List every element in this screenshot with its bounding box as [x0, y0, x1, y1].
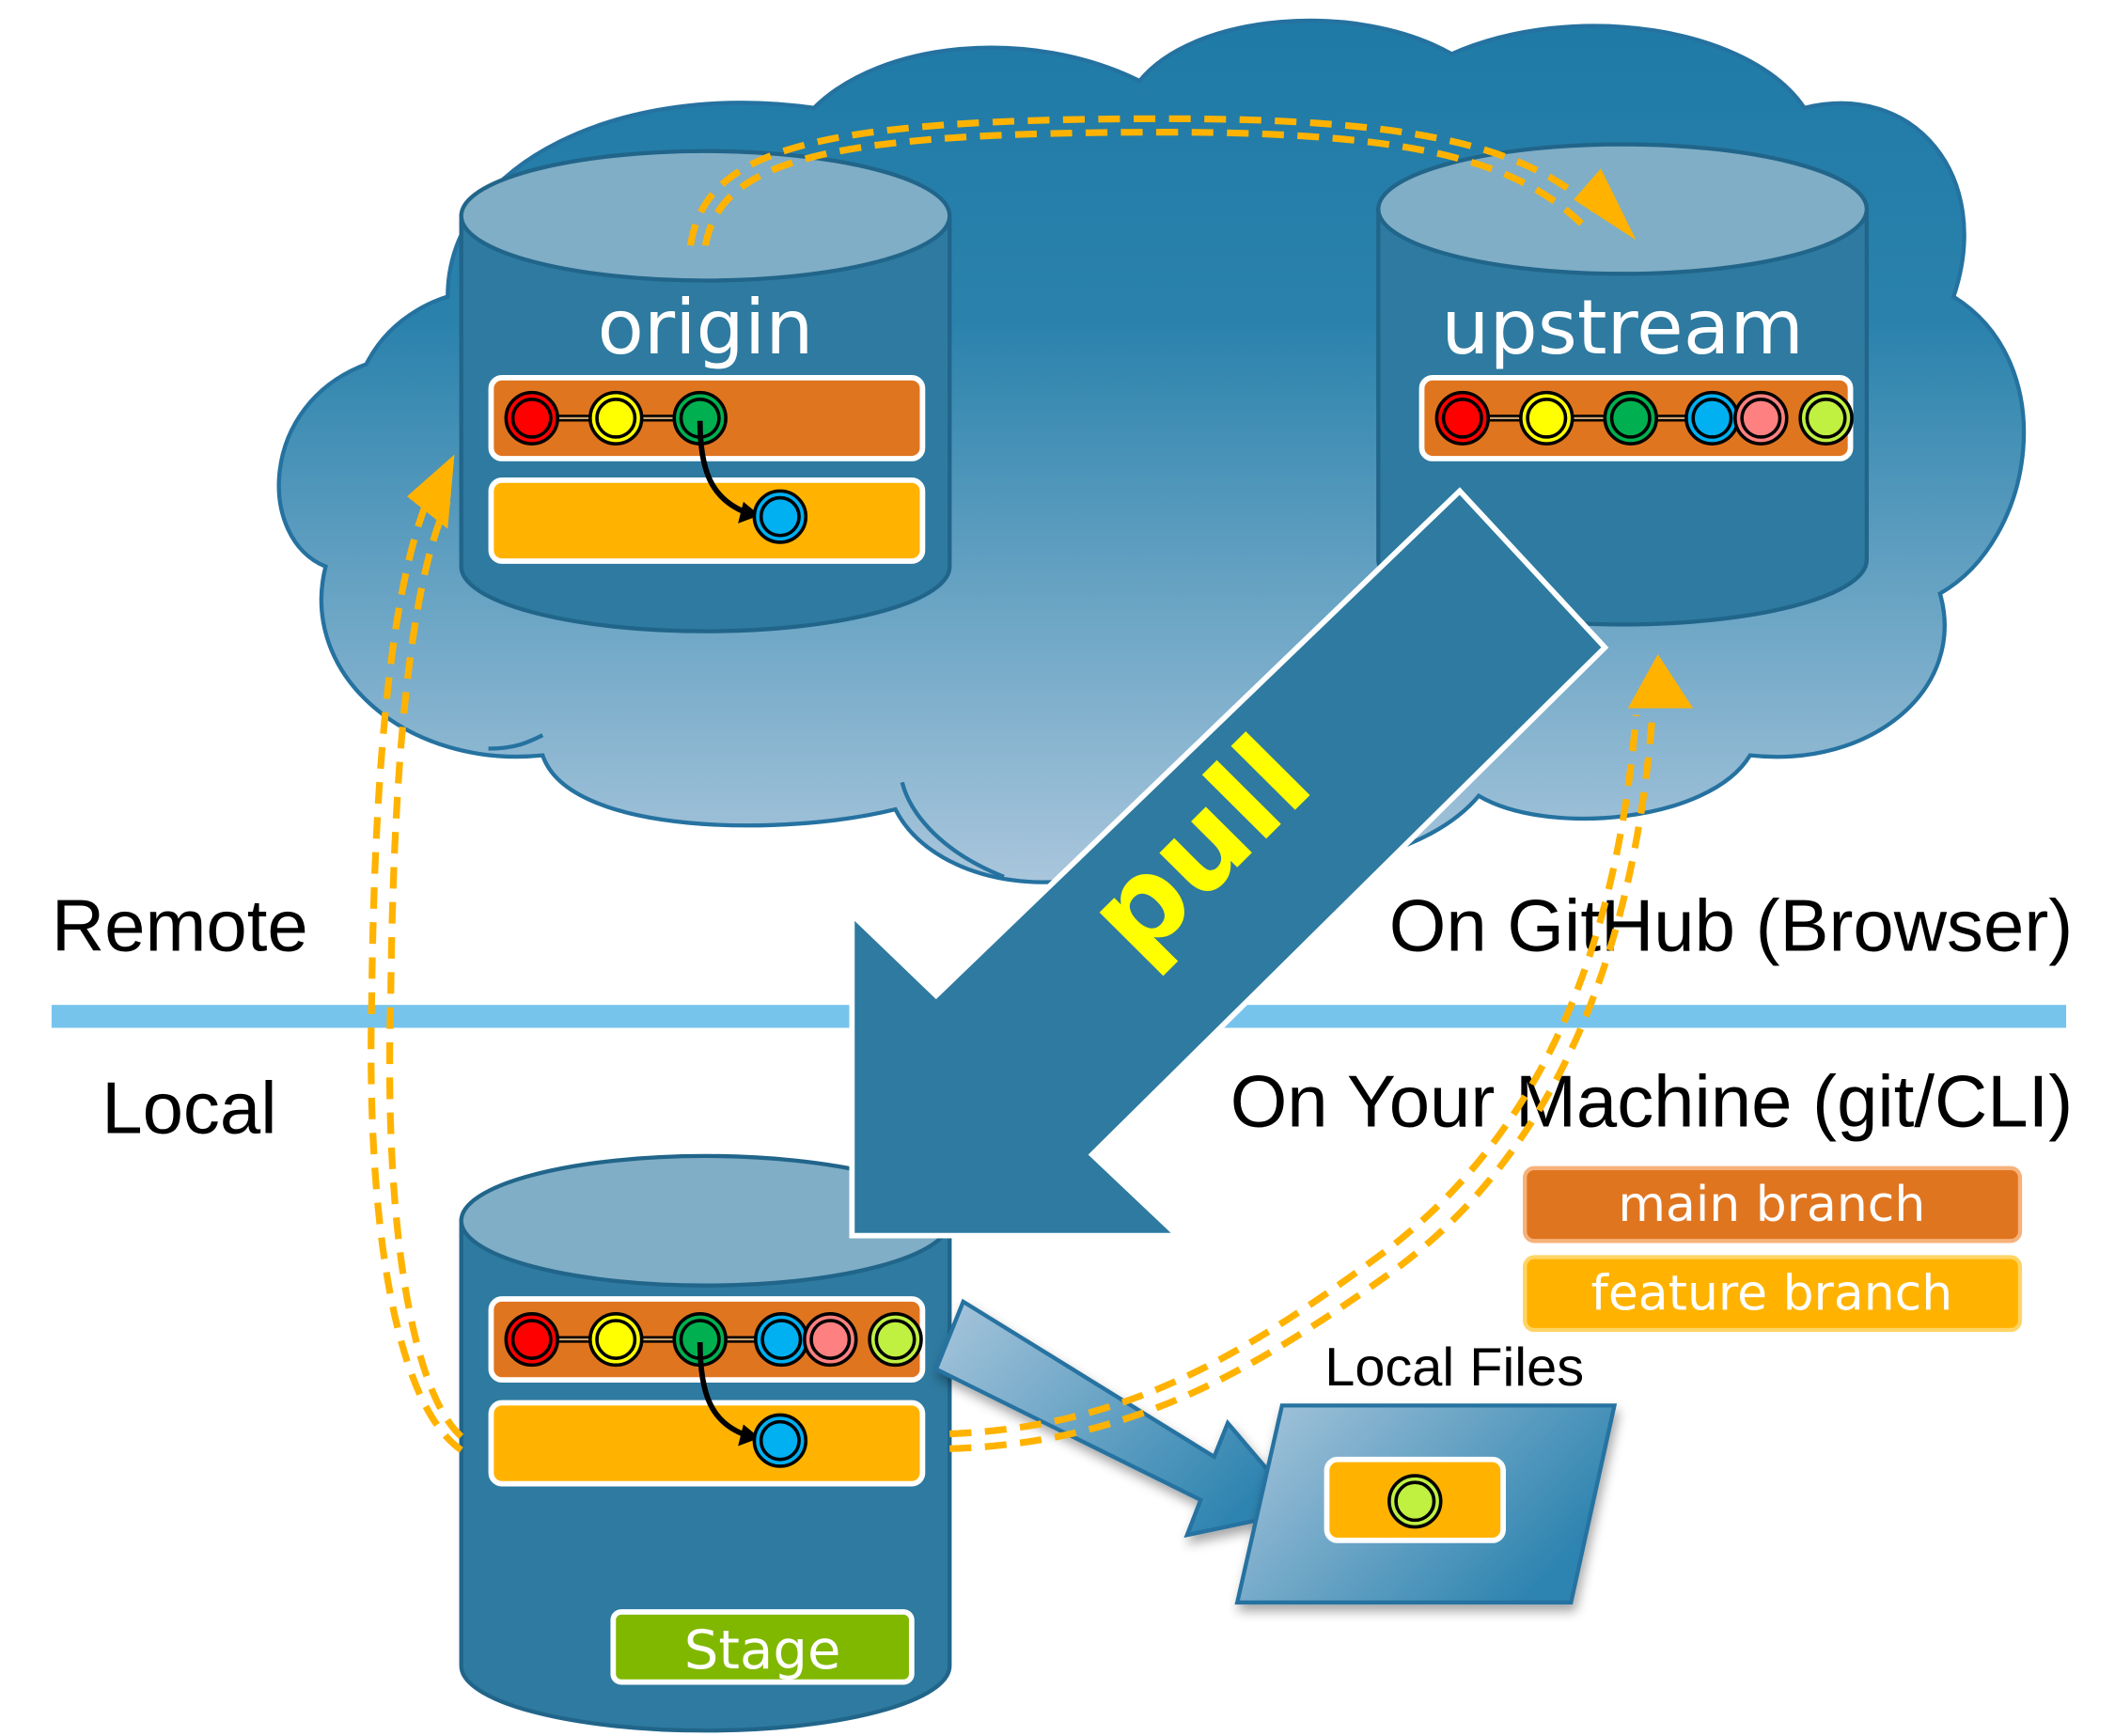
arrowhead-upstream-pr: [1627, 654, 1694, 709]
stage-area[interactable]: Stage: [610, 1609, 915, 1685]
branch-arrow: [697, 1341, 747, 1438]
commit-node-inner: [1526, 398, 1568, 439]
local-repo[interactable]: Stage: [459, 1153, 952, 1733]
dashed-arrowheads: [406, 168, 1694, 709]
dashed-flow-paths: [368, 115, 1656, 1453]
commit-node-inner: [809, 1319, 852, 1360]
svg-text:feature branch: feature branch: [1591, 1266, 1953, 1322]
legend-feature-branch: feature branch: [1523, 1255, 2023, 1333]
commit-node-inner: [1441, 398, 1483, 439]
stage-label: Stage: [684, 1619, 841, 1681]
remote-where-label: On GitHub (Browser): [1389, 886, 2073, 967]
origin-main-branch: [488, 374, 926, 461]
checkout-arrow: [933, 1298, 1307, 1539]
arrowhead-upstream: [1574, 168, 1637, 241]
commit-node-inner: [1691, 398, 1733, 439]
remote-label: Remote: [52, 886, 308, 967]
commit-node-inner: [1740, 398, 1782, 439]
commit-node-inner: [510, 398, 553, 439]
origin-feature-branch: [488, 420, 926, 564]
push-origin-path: [368, 484, 463, 1453]
commit-node-inner: [759, 495, 801, 538]
arrowhead-origin: [406, 454, 455, 529]
origin-title: origin: [597, 284, 813, 372]
commit-node-inner: [1805, 398, 1847, 439]
local-main-branch: [488, 1296, 926, 1383]
pull-arrow-shape: [849, 487, 1609, 1239]
fork-path: [687, 115, 1604, 246]
commit-node-inner: [510, 1319, 553, 1360]
commit-node-inner: [595, 398, 637, 439]
local-files-label: Local Files: [1324, 1337, 1584, 1398]
local-feature-branch: [488, 1341, 926, 1487]
commit-node-inner: [874, 1319, 916, 1360]
cylinder-top: [1376, 142, 1870, 276]
local-label: Local: [102, 1069, 276, 1150]
origin-repo[interactable]: origin: [459, 149, 952, 633]
upstream-title: upstream: [1441, 284, 1804, 372]
commit-node-inner: [595, 1319, 637, 1360]
commit-node-inner: [1609, 398, 1652, 439]
legend-main-branch: main branch: [1523, 1165, 2023, 1243]
pr-upstream-path: [949, 714, 1656, 1452]
commit-node-inner: [759, 1419, 801, 1462]
cylinder-top: [459, 149, 952, 283]
local-files[interactable]: Local Files: [1234, 1337, 1618, 1605]
branch-arrow: [697, 420, 747, 516]
upstream-repo[interactable]: upstream: [1376, 142, 1870, 627]
commit-node-inner: [760, 1319, 803, 1360]
svg-text:main branch: main branch: [1618, 1177, 1925, 1233]
upstream-main-branch: [1418, 374, 1854, 461]
local-where-label: On Your Machine (git/CLI): [1230, 1062, 2074, 1143]
commit-node-inner: [1394, 1480, 1436, 1523]
legend: main branch feature branch: [1523, 1165, 2023, 1333]
